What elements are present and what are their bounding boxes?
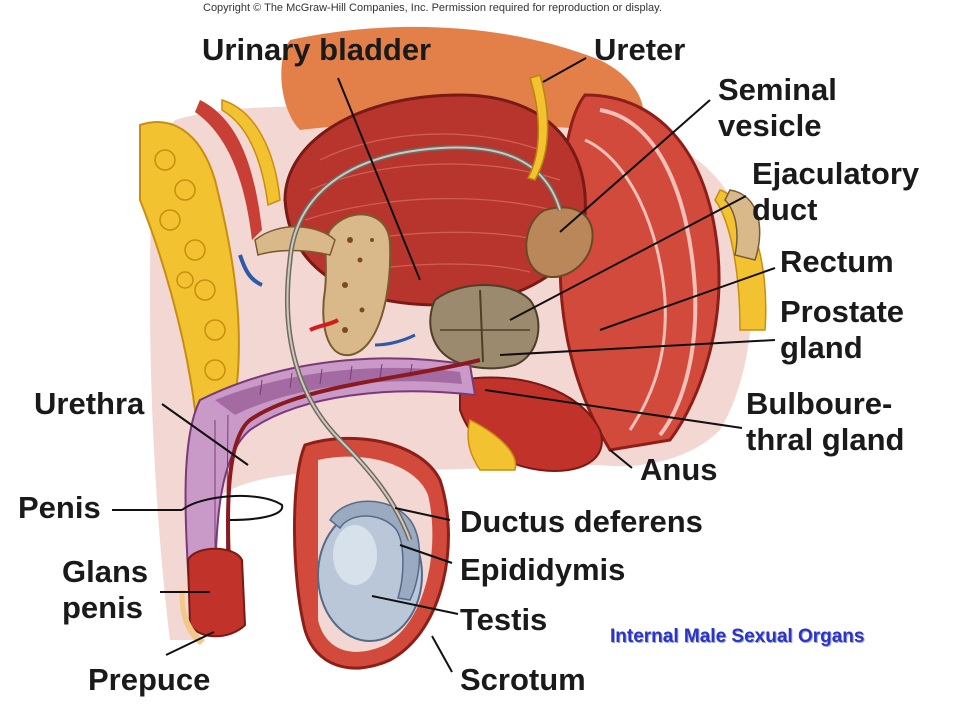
label-glans-penis-line2: penis	[62, 590, 143, 625]
label-testis: Testis	[460, 602, 548, 637]
penis-shaft	[184, 357, 477, 607]
testis-highlight	[333, 525, 377, 585]
prostate-gland	[429, 284, 540, 370]
label-prostate-gland-line1: Prostate	[780, 294, 905, 329]
blue-vessel-2	[374, 333, 416, 347]
label-bulbourethral-gland-line1: Bulboure-	[746, 386, 893, 421]
abdominal-fat	[139, 121, 240, 412]
label-seminal-vesicle-line2: vesicle	[718, 108, 822, 143]
corpus-cavernosum	[215, 367, 462, 415]
label-urethra: Urethra	[34, 386, 145, 421]
label-epididymis: Epididymis	[460, 552, 626, 587]
rectum-wall	[599, 108, 698, 437]
blue-vessel	[238, 254, 263, 287]
label-ureter: Ureter	[594, 32, 686, 67]
leader-lines	[112, 57, 776, 673]
ductus-deferens-core	[286, 146, 561, 541]
label-prepuce: Prepuce	[88, 662, 211, 697]
intestine	[281, 26, 644, 130]
epididymis	[329, 500, 421, 601]
glans-penis	[186, 547, 247, 638]
abdominal-fat-upper	[221, 98, 281, 207]
coccyx-bone	[724, 189, 761, 261]
label-ejaculatory-duct-line1: Ejaculatory	[752, 156, 920, 191]
label-bulbourethral-gland-line2: thral gland	[746, 422, 905, 457]
abdominal-muscle	[195, 100, 262, 240]
pubic-bone	[322, 213, 392, 357]
figure-caption: Internal Male Sexual Organs	[610, 626, 865, 647]
label-prostate-gland-line2: gland	[780, 330, 863, 365]
label-penis: Penis	[18, 490, 101, 525]
label-ductus-deferens: Ductus deferens	[460, 504, 703, 539]
prepuce	[179, 590, 205, 645]
urethra	[226, 358, 481, 611]
red-vessel	[309, 318, 340, 332]
bone-texture	[342, 237, 374, 333]
label-scrotum: Scrotum	[460, 662, 586, 697]
rectum-wall-inner	[584, 138, 667, 431]
seminal-vesicle	[525, 206, 594, 279]
label-rectum: Rectum	[780, 244, 894, 279]
label-ejaculatory-duct-line2: duct	[752, 192, 818, 227]
copyright-notice: Copyright © The McGraw-Hill Companies, I…	[203, 2, 662, 14]
ureter	[526, 74, 549, 181]
perineal-fat	[467, 418, 517, 471]
fat-globules	[154, 149, 226, 381]
label-glans-penis-line1: Glans	[62, 554, 149, 589]
prostate-lobe-line	[479, 289, 484, 363]
label-anus: Anus	[640, 452, 718, 487]
label-seminal-vesicle-line1: Seminal	[718, 72, 837, 107]
label-urinary-bladder: Urinary bladder	[202, 32, 432, 67]
